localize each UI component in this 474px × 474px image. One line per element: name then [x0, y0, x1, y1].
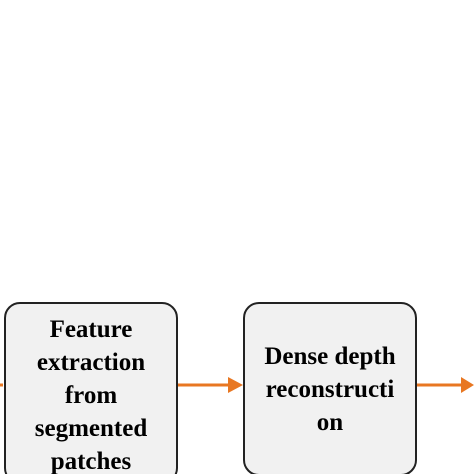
feature-to-dense-arrowhead: [228, 377, 243, 393]
dense-depth-reconstruction-label: Dense depth reconstructi on: [264, 342, 396, 436]
outgoing-arrowhead: [461, 377, 474, 393]
dense-depth-reconstruction-node: Dense depth reconstructi on: [243, 302, 417, 474]
feature-extraction-node: Feature extraction from segmented patche…: [4, 302, 178, 474]
feature-extraction-label: Feature extraction from segmented patche…: [34, 315, 148, 474]
